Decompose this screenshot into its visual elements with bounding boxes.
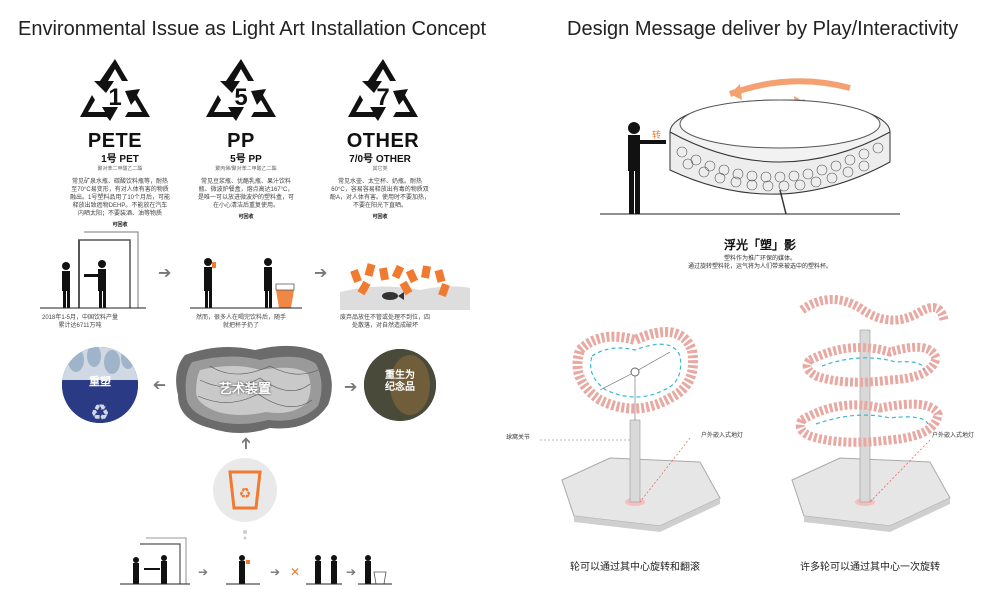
code-name: 5号 PP bbox=[230, 154, 262, 165]
left-section-title: Environmental Issue as Light Art Install… bbox=[18, 18, 487, 40]
arrow-right-icon: ➔ bbox=[314, 265, 327, 282]
code-name: 7/0号 OTHER bbox=[349, 154, 411, 165]
code-desc: 常见矿泉水瓶、碳酸饮料瓶等，耐热至70°C易变形，有对人体有害的物质融出。1号塑… bbox=[70, 179, 171, 217]
arrow-right-icon: ➔ bbox=[346, 565, 356, 579]
arrow-right-icon: ➔ bbox=[158, 265, 171, 282]
light-label-right: 户外嵌入式地灯 bbox=[932, 433, 975, 439]
story-caption-1: 2018年1-5月，中国饮料产量累计达6711万吨 bbox=[41, 315, 119, 329]
arrow-right-icon: ➔ bbox=[198, 565, 208, 579]
code-7-info: 7/0号 OTHER 其它类 常见水壶、太空杯、奶瓶。耐热60°C，容易容易释放… bbox=[330, 150, 430, 220]
rotation-arrow-top bbox=[728, 78, 851, 97]
single-wheel-diagram bbox=[540, 327, 721, 532]
code-number: 5 bbox=[234, 84, 247, 111]
story-caption-3: 废弃品放任不管或处理不到位，四处散落，对自然造成破坏 bbox=[340, 315, 431, 329]
recycle-triangle-icon: 5 bbox=[206, 59, 276, 121]
interactive-wheel-illustration: 转 bbox=[600, 78, 900, 215]
code-name: 1号 PET bbox=[101, 154, 139, 165]
light-label-left: 户外嵌入式地灯 bbox=[701, 433, 744, 439]
joint-label: 球窝关节 bbox=[506, 435, 531, 441]
litter-scene bbox=[340, 263, 470, 310]
code-abbr: PP bbox=[227, 130, 255, 152]
code-subname: 聚丙烯/聚对苯二甲酸乙二酯 bbox=[215, 166, 277, 172]
recycle-symbol-icon: ♻ bbox=[90, 400, 110, 425]
art-installation-label: 艺术装置 bbox=[218, 381, 271, 396]
recycle-code-7: 7 OTHER bbox=[338, 55, 428, 153]
multi-wheel-diagram bbox=[791, 295, 951, 532]
recyclable-label: 可回收 bbox=[238, 214, 254, 220]
recycle-bin-icon bbox=[228, 470, 262, 510]
code-5-info: 5号 PP 聚丙烯/聚对苯二甲酸乙二酯 常见豆浆瓶、优酪乳瓶、果汁饮料瓶、微波炉… bbox=[196, 150, 296, 220]
code-desc: 常见水壶、太空杯、奶瓶。耐热60°C，容易容易释放出有毒的物质双酚A，对人体有害… bbox=[330, 179, 431, 209]
turn-label-icon: 转 bbox=[652, 129, 661, 140]
recyclable-label: 可回收 bbox=[112, 222, 128, 228]
recycle-triangle-icon: 7 bbox=[348, 59, 418, 121]
code-subname: 其它类 bbox=[372, 166, 388, 172]
arrow-right-icon: ➔ bbox=[270, 565, 280, 579]
code-subname: 聚对苯二甲酸乙二酯 bbox=[97, 166, 143, 172]
crossed-cup-icon: ✕ bbox=[290, 565, 300, 579]
wheel-diagrams bbox=[540, 295, 951, 532]
reshape-label: 重塑 bbox=[89, 376, 111, 388]
bottom-story-strip: ➔ ➔ ✕ ➔ bbox=[120, 537, 392, 585]
code-number: 7 bbox=[376, 84, 389, 111]
recycle-code-5: 5 PP bbox=[196, 55, 286, 153]
caption-single-wheel: 轮可以通过其中心旋转和翻滚 bbox=[570, 562, 700, 573]
code-number: 1 bbox=[108, 84, 121, 111]
arrow-up-icon: ➔ bbox=[238, 437, 255, 450]
drinking-scene bbox=[190, 258, 302, 309]
recycle-code-1: 1 PETE bbox=[70, 55, 160, 153]
concept-line-1: 塑料作为推广环保的媒体。 bbox=[723, 256, 796, 262]
story-illustration-row: ➔ ➔ bbox=[40, 231, 470, 310]
art-installation-blob bbox=[176, 345, 332, 433]
vending-scene bbox=[40, 231, 146, 309]
story-caption-2: 然而，很多人在喝完饮料后，随手就把杯子扔了 bbox=[196, 315, 287, 329]
arrow-right-icon: ➔ bbox=[344, 379, 357, 396]
code-1-info: 1号 PET 聚对苯二甲酸乙二酯 常见矿泉水瓶、碳酸饮料瓶等，耐热至70°C易变… bbox=[70, 150, 170, 228]
caption-multi-wheel: 许多轮可以通过其中心一次旋转 bbox=[800, 562, 940, 573]
souvenir-label: 重生为 纪念品 bbox=[385, 370, 415, 393]
concept-title: 浮光「塑」影 bbox=[723, 238, 796, 252]
arrow-left-icon: ➔ bbox=[153, 376, 166, 393]
concept-line-2: 通过旋转塑料轮，运气将为人们带来被选中的塑料杯。 bbox=[687, 264, 832, 270]
recycle-symbol-icon: ♻ bbox=[239, 485, 252, 501]
reuse-flow: ♻ ➔ ➔ bbox=[62, 345, 436, 433]
code-abbr: PETE bbox=[87, 130, 143, 152]
recycle-triangle-icon: 1 bbox=[80, 59, 150, 121]
right-section-title: Design Message deliver by Play/Interacti… bbox=[567, 18, 959, 40]
code-desc: 常见豆浆瓶、优酪乳瓶、果汁饮料瓶、微波炉餐盒，熔点高达167°C，是唯一可以放进… bbox=[197, 179, 294, 209]
recycle-bin-flow: ➔ ♻ ➔ ➔ ✕ ➔ bbox=[120, 437, 392, 585]
code-abbr: OTHER bbox=[346, 130, 420, 152]
souvenir-circle bbox=[364, 349, 436, 421]
recyclable-label: 可回收 bbox=[372, 214, 388, 220]
